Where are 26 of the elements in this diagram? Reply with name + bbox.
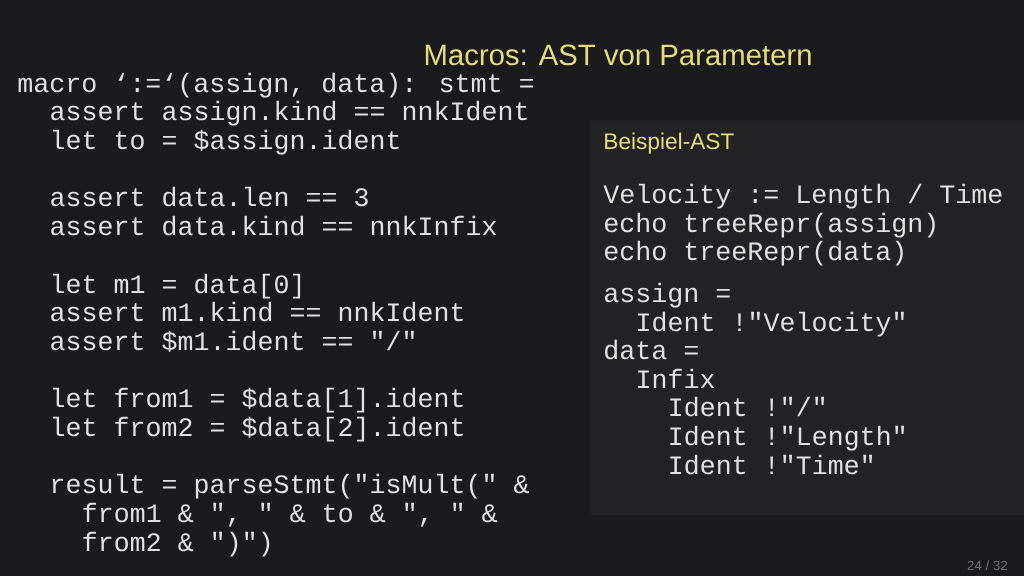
code-line: Ident !"Time" [670, 454, 873, 475]
panel-heading: Beispiel-AST [605, 132, 734, 154]
code-line: assert m1.kind == nnkIdent [51, 301, 463, 322]
code-line: Ident !"Length" [670, 425, 905, 451]
code-line: echo treeRepr(data) [605, 240, 903, 266]
code-line: let from1 = $data[1].ident [52, 387, 463, 413]
code-line: data = [605, 339, 698, 360]
slide-title: Macros: AST von Parametern [425, 44, 811, 66]
code-line: assert $m1.ident == "/" [51, 330, 414, 352]
code-line: Ident !"Velocity" [638, 311, 904, 337]
code-line: Infix [638, 368, 715, 388]
code-line: result = parseStmt("isMult(" & [52, 473, 529, 499]
code-line: from1 & ", " & to & ", " & [83, 502, 498, 527]
code-line: macro ‘:=‘(assign, data): stmt = [18, 72, 534, 98]
code-line: let from2 = $data[2].ident [52, 416, 463, 442]
code-line: let m1 = data[0] [52, 273, 301, 299]
page-number: 24 / 32 [967, 560, 1008, 571]
code-line: Velocity := Length / Time [603, 183, 1002, 209]
code-line: assert assign.kind == nnkIdent [51, 100, 527, 126]
code-line: assign = [604, 282, 730, 308]
code-line: echo treeRepr(assign) [605, 212, 935, 238]
code-line: Ident !"/" [670, 396, 825, 417]
code-line: assert data.kind == nnkInfix [51, 215, 497, 236]
code-line: let to = $assign.ident [52, 129, 399, 155]
code-line: from2 & ")") [83, 531, 270, 557]
code-line: assert data.len == 3 [51, 186, 368, 207]
